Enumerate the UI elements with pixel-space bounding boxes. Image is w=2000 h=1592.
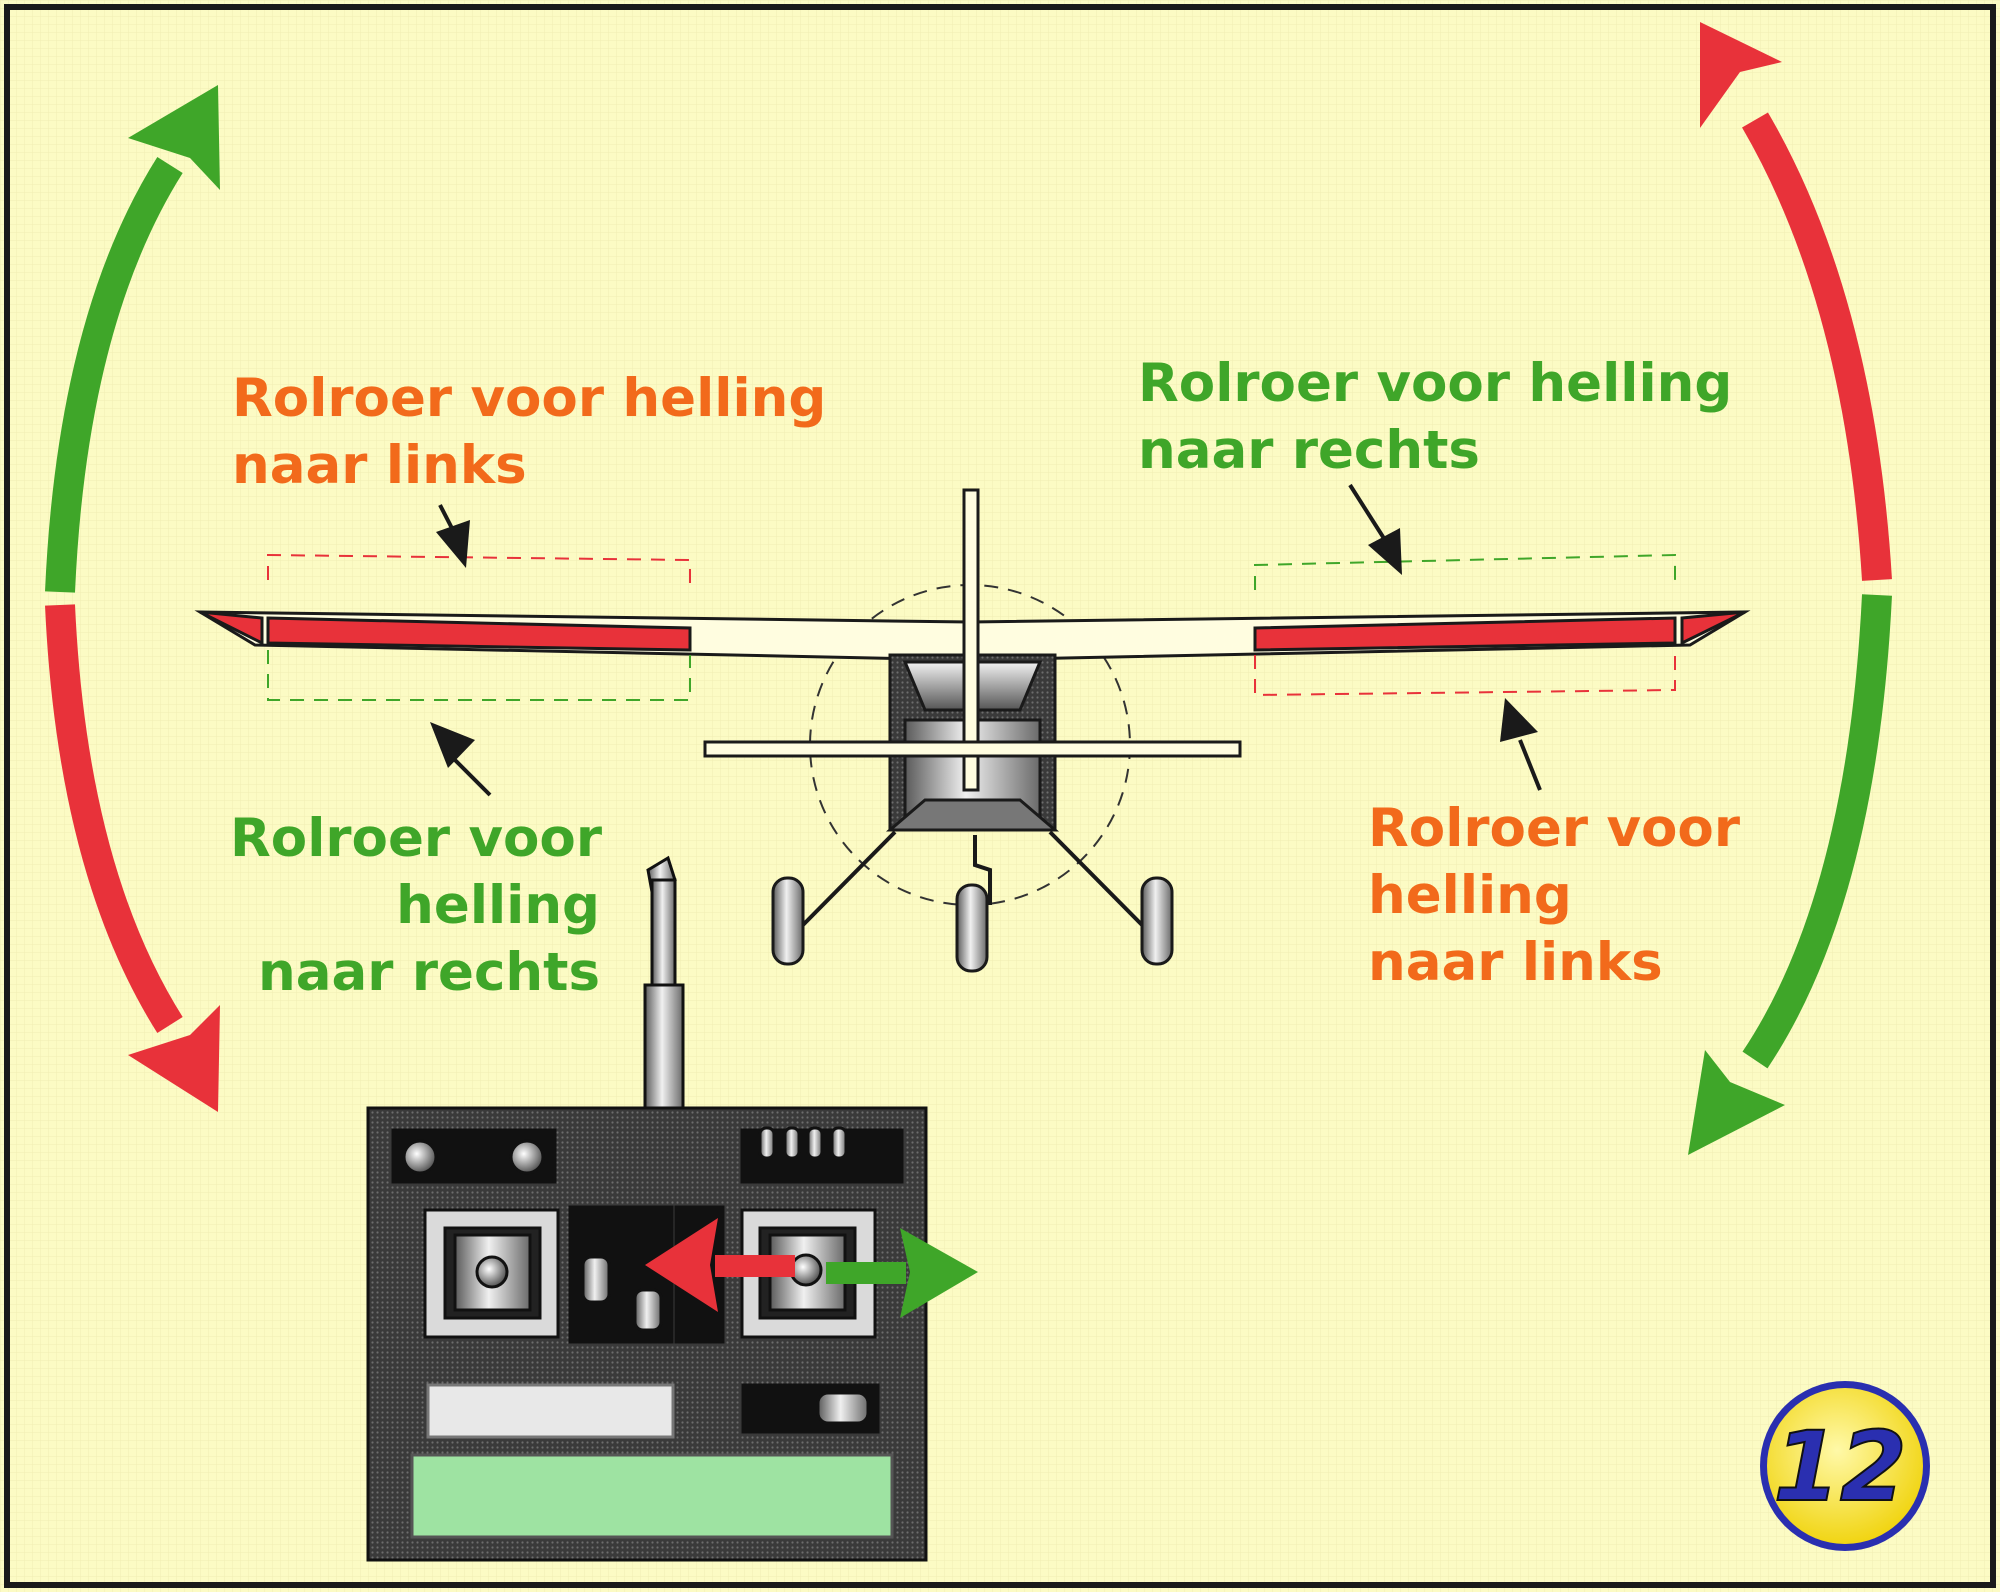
label-bottom-right-line-3: naar links <box>1368 932 1663 993</box>
stick-direction-arrows <box>645 1218 978 1318</box>
label-top-left-line-2: naar links <box>232 435 527 496</box>
right-roll-arrows <box>1688 22 1892 1155</box>
aileron-highlight-boxes <box>267 553 1676 701</box>
stick-arrow-left-red <box>645 1218 718 1312</box>
left-wingtip <box>199 610 264 646</box>
left-arc-green-up <box>45 156 183 593</box>
right-aileron <box>1253 616 1677 652</box>
right-stick <box>789 1253 823 1287</box>
label-top-right-line-2: naar rechts <box>1138 420 1480 481</box>
vertical-fin <box>962 488 980 792</box>
left-stick <box>475 1255 509 1289</box>
left-aileron <box>266 616 692 652</box>
left-roll-arrows <box>45 85 220 1112</box>
stick-arrow-right-green <box>900 1228 978 1318</box>
pointer-bottom-right <box>1500 698 1538 742</box>
label-top-left: Rolroer voor helling naar links <box>232 365 826 499</box>
label-bottom-left-line-2: helling <box>396 875 600 936</box>
pointer-arrows <box>430 483 1542 797</box>
frame-border <box>4 4 1996 1588</box>
right-wheel <box>1140 876 1174 966</box>
right-arc-green-down <box>1742 594 1892 1069</box>
label-bottom-right-line-2: helling <box>1368 865 1572 926</box>
label-bottom-left-line-3: naar rechts <box>258 942 600 1003</box>
label-bottom-right: Rolroer voor helling naar links <box>1368 795 1740 996</box>
airplane-front-view <box>194 488 1751 973</box>
pointer-bottom-left <box>430 722 475 768</box>
left-wheel <box>771 876 805 966</box>
right-red-arrowhead <box>1700 22 1782 128</box>
label-top-right-line-1: Rolroer voor helling <box>1138 353 1733 414</box>
pointer-top-left <box>436 520 470 568</box>
left-arc-red-down <box>45 604 183 1034</box>
pointer-top-right <box>1368 528 1402 575</box>
nose-wheel <box>955 883 989 973</box>
left-green-arrowhead <box>128 85 220 190</box>
right-wingtip <box>1680 610 1746 646</box>
label-bottom-left-line-1: Rolroer voor <box>230 808 602 869</box>
label-top-right: Rolroer voor helling naar rechts <box>1138 350 1732 484</box>
label-bottom-left: Rolroer voor helling naar rechts <box>230 805 602 1006</box>
fuselage-bottom <box>885 798 1060 832</box>
left-red-arrowhead <box>128 1005 220 1112</box>
label-plate <box>426 1383 675 1439</box>
label-bottom-right-line-1: Rolroer voor <box>1368 798 1740 859</box>
right-arc-red-up <box>1742 112 1892 581</box>
right-green-arrowhead <box>1688 1050 1785 1155</box>
page-number-badge: 12 <box>1760 1381 1930 1551</box>
antenna <box>650 878 677 992</box>
page-number: 12 <box>1773 1411 1907 1523</box>
horizontal-stabilizer <box>703 740 1242 758</box>
lcd-screen <box>410 1453 894 1539</box>
label-top-left-line-1: Rolroer voor helling <box>232 368 827 429</box>
